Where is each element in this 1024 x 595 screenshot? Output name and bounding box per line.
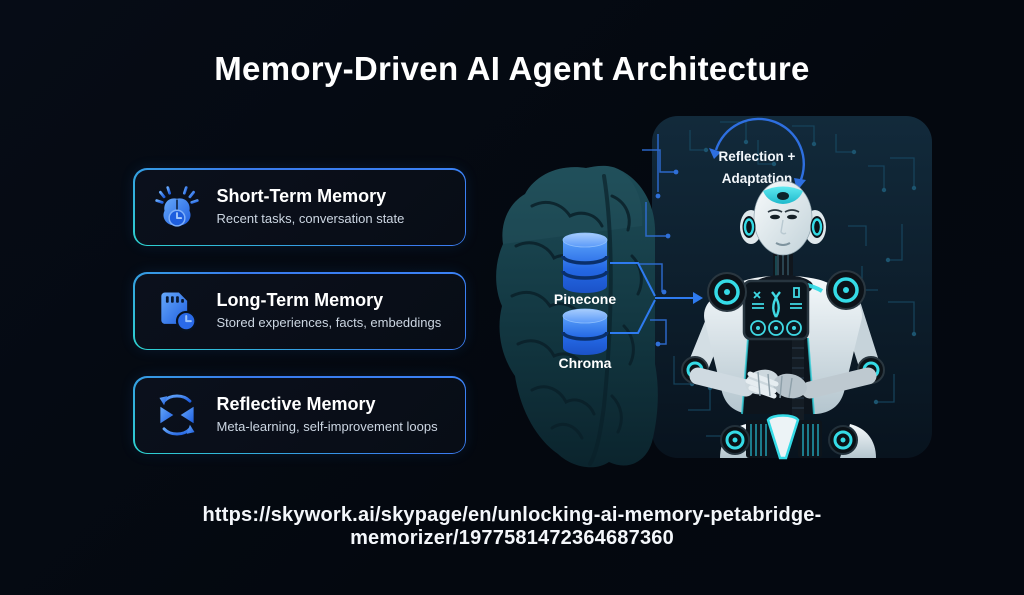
robot-face [767,209,800,246]
database-connector-arrow [610,262,693,334]
robot-hands [745,369,807,399]
robot-head [740,180,826,256]
card-title: Long-Term Memory [216,290,384,311]
card-title: Short-Term Memory [216,186,387,207]
pinecone-label: Pinecone [554,291,616,307]
reflective-memory-loop-icon [158,394,195,436]
robot-hip-joints [720,425,858,455]
loop-label-line1: Reflection + [719,149,796,164]
card-title: Reflective Memory [216,394,376,415]
architecture-diagram: Reflection + Adaptation Pinecone Chroma [496,116,932,468]
robot-shoulder-joints [707,270,866,312]
short-term-memory-brain-icon [154,184,199,227]
card-subtitle: Stored experiences, facts, embeddings [216,315,442,331]
robot-ear-ring-left [743,218,755,236]
circuit-pattern-highlight [638,134,674,345]
card-subtitle: Recent tasks, conversation state [216,211,405,227]
circuit-nodes [689,139,917,405]
card-long-term-memory: Long-Term Memory Stored experiences, fac… [133,272,466,350]
card-short-term-memory: Short-Term Memory Recent tasks, conversa… [133,168,466,246]
pinecone-database-icon [561,232,609,293]
circuit-pattern [673,121,915,450]
robot-ear-ring-right [811,218,823,236]
circuit-highlight-nodes [655,169,679,347]
page-title: Memory-Driven AI Agent Architecture [214,50,810,87]
source-url: https://skywork.ai/skypage/en/unlocking-… [0,504,1024,550]
chroma-database-icon [561,308,609,355]
memory-cards-list: Short-Term Memory Recent tasks, conversa… [133,168,466,480]
long-term-memory-card-icon [160,292,197,332]
robot-pelvis-trim [766,414,800,460]
robot-illustration [681,180,885,460]
connector-arrowhead [693,292,703,304]
source-url-line1: https://skywork.ai/skypage/en/unlocking-… [202,504,822,526]
chroma-label: Chroma [559,355,612,371]
card-subtitle: Meta-learning, self-improvement loops [216,419,438,435]
card-reflective-memory: Reflective Memory Meta-learning, self-im… [133,376,466,454]
source-url-line2: memorizer/1977581472364687360 [350,527,674,549]
robot-chest-screen [742,279,810,341]
